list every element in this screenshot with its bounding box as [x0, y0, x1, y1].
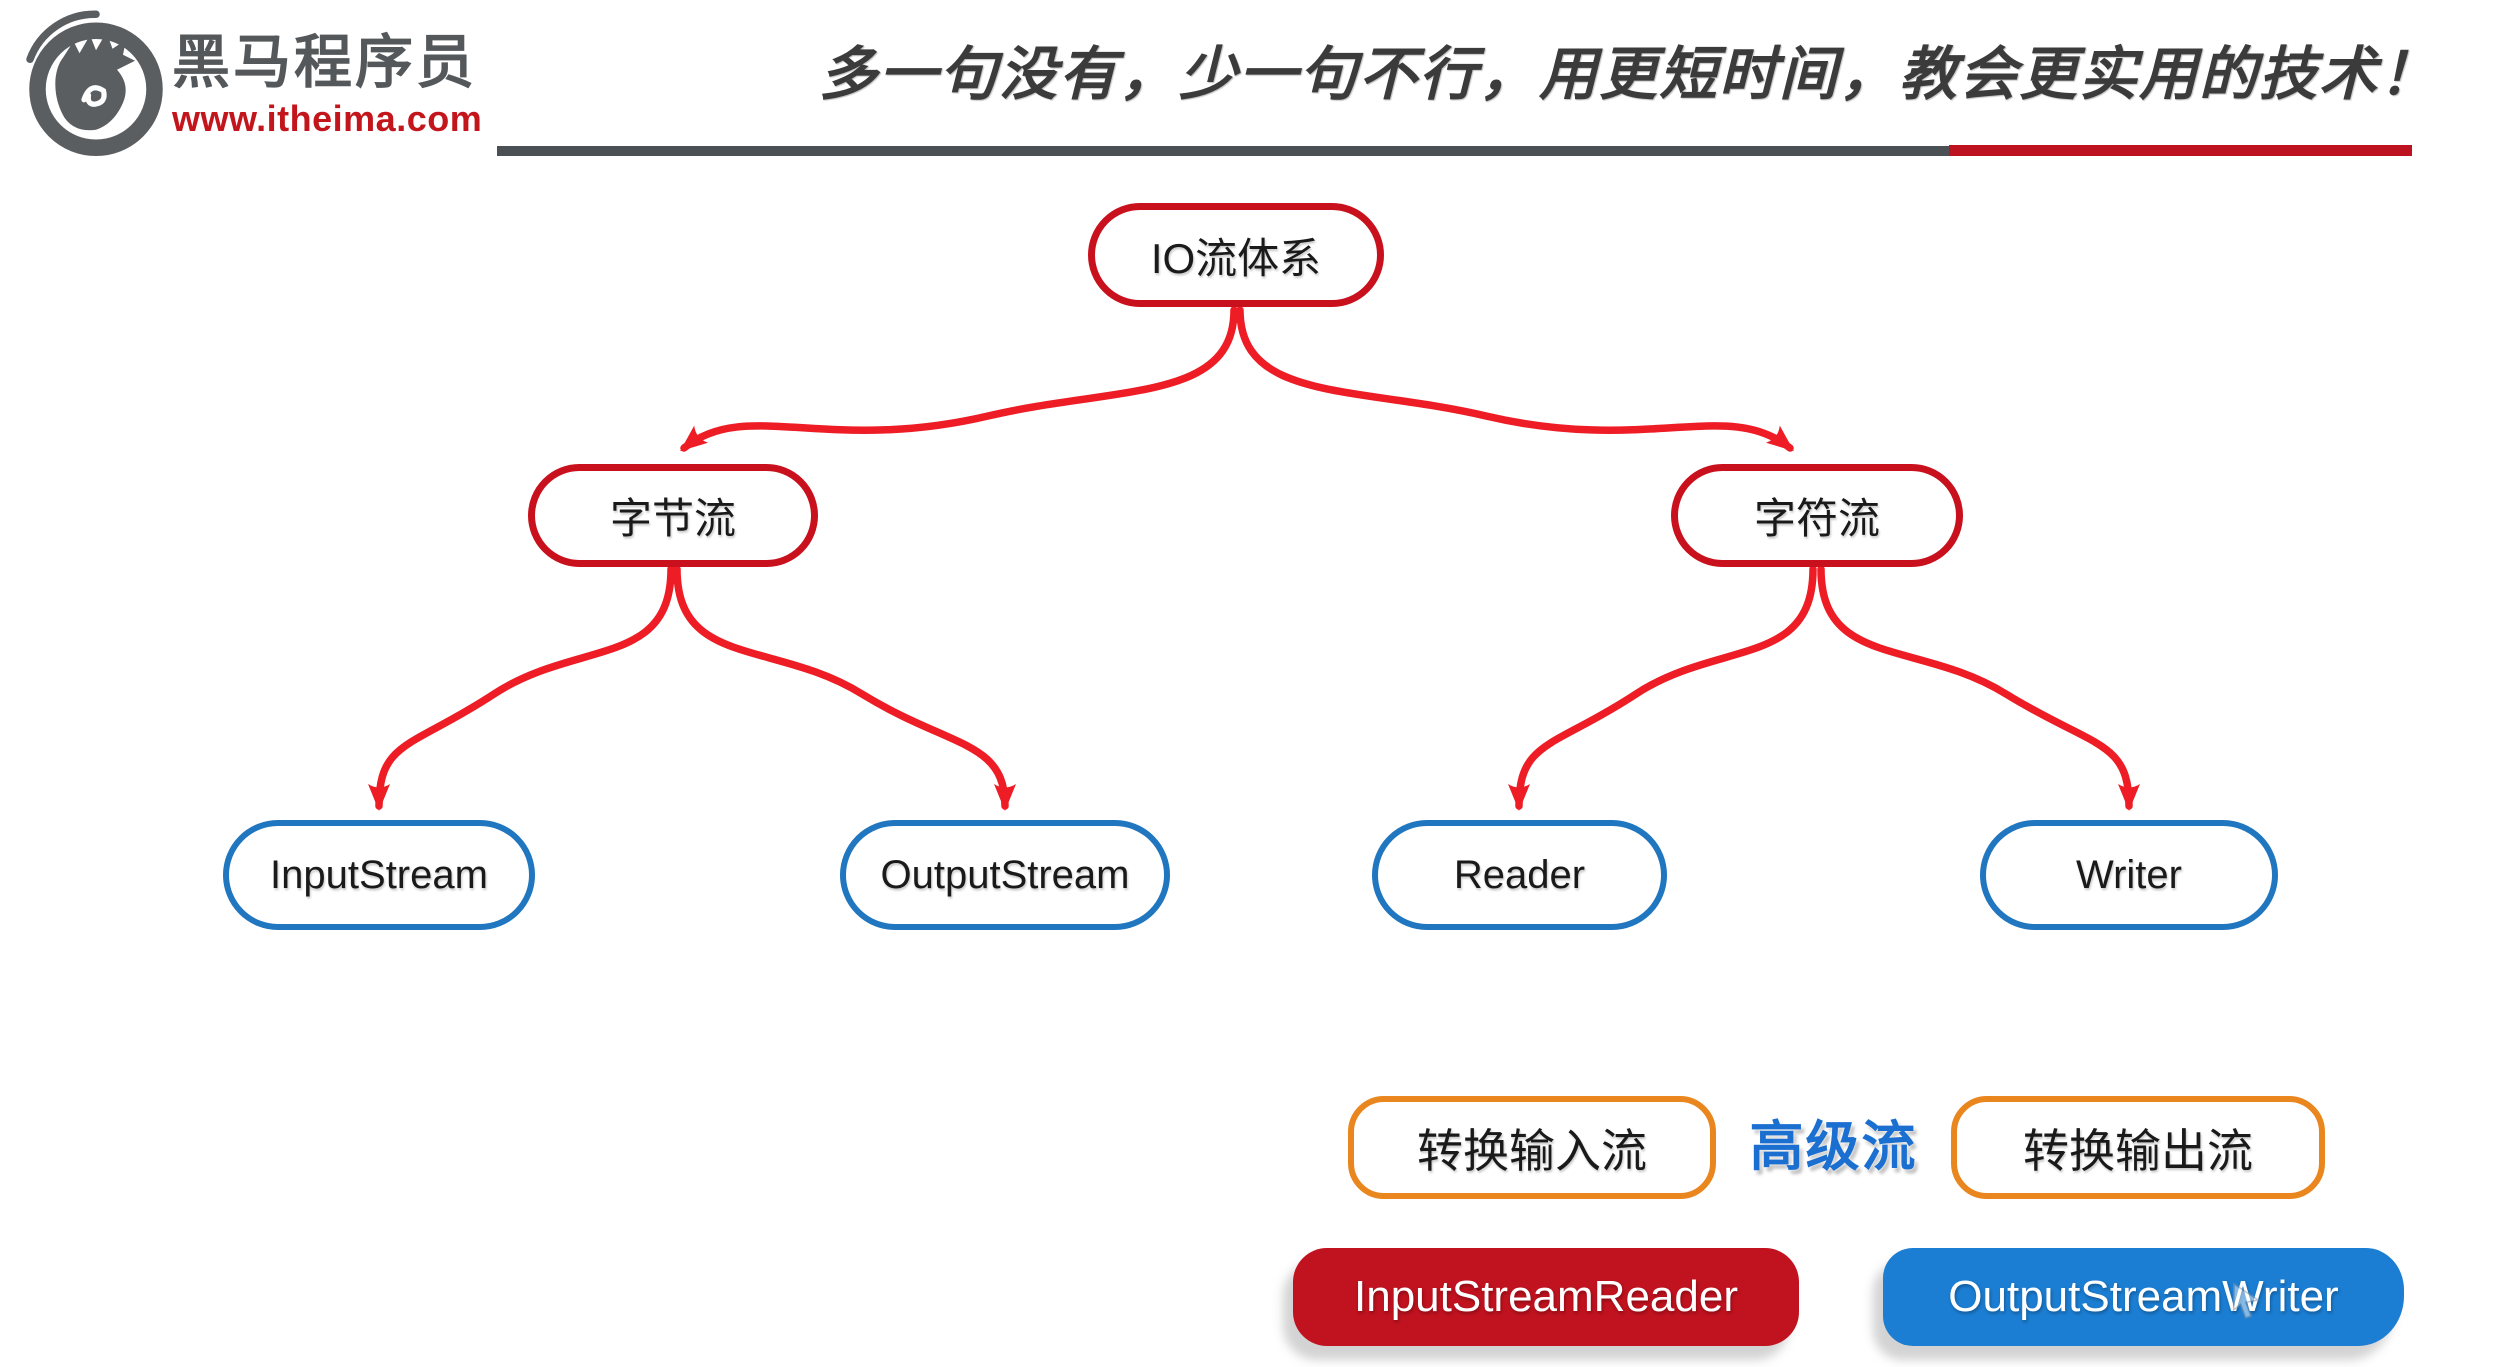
- arrow-root-to-byte-stream: [680, 306, 1238, 452]
- node-reader: Reader: [1372, 820, 1667, 930]
- mouse-cursor-icon: [2232, 1282, 2261, 1320]
- node-outputstream: OutputStream: [840, 820, 1170, 930]
- node-label: OutputStream: [880, 852, 1130, 897]
- brand-url: www.itheima.com: [172, 98, 483, 139]
- header-slogan: 多一句没有，少一句不行，用更短时间，教会更实用的技术！: [818, 42, 2439, 107]
- node-label: Writer: [2076, 852, 2182, 897]
- node-label: Reader: [1453, 852, 1586, 897]
- node-inputstream: InputStream: [223, 820, 535, 930]
- node-label: 转换输入流: [1417, 1124, 1647, 1177]
- node-label: InputStream: [270, 852, 488, 897]
- chip-label: OutputStreamWriter: [1948, 1272, 2339, 1321]
- node-writer: Writer: [1980, 820, 2278, 930]
- class-outputstreamwriter: OutputStreamWriter: [1883, 1248, 2404, 1346]
- arrow-char-to-reader: [1508, 565, 1817, 811]
- arrow-char-to-writer: [1817, 565, 2140, 811]
- chip-label: InputStreamReader: [1354, 1272, 1738, 1321]
- node-label: 转换输出流: [2023, 1124, 2253, 1177]
- header-rule-red-segment: [1949, 145, 2412, 156]
- wrapper-convert-output-stream: 转换输出流: [1951, 1096, 2325, 1199]
- node-io-stream-system: IO流体系: [1088, 203, 1384, 307]
- arrow-root-to-char-stream: [1236, 306, 1794, 452]
- node-char-stream: 字符流: [1671, 464, 1963, 567]
- arrow-byte-to-inputstream: [368, 565, 675, 811]
- class-inputstreamreader: InputStreamReader: [1293, 1248, 1799, 1346]
- node-byte-stream: 字节流: [528, 464, 818, 567]
- advanced-stream-label: 高级流: [1749, 1117, 1918, 1177]
- arrow-byte-to-outputstream: [673, 565, 1016, 811]
- node-label: 字节流: [609, 495, 736, 542]
- node-label: IO流体系: [1150, 234, 1322, 282]
- wrapper-convert-input-stream: 转换输入流: [1348, 1096, 1716, 1199]
- itheima-horse-logo-icon: [26, 10, 163, 156]
- brand-name: 黑马程序员: [172, 30, 478, 95]
- header-rule-gray-segment: [497, 146, 1949, 156]
- node-label: 字符流: [1753, 495, 1880, 542]
